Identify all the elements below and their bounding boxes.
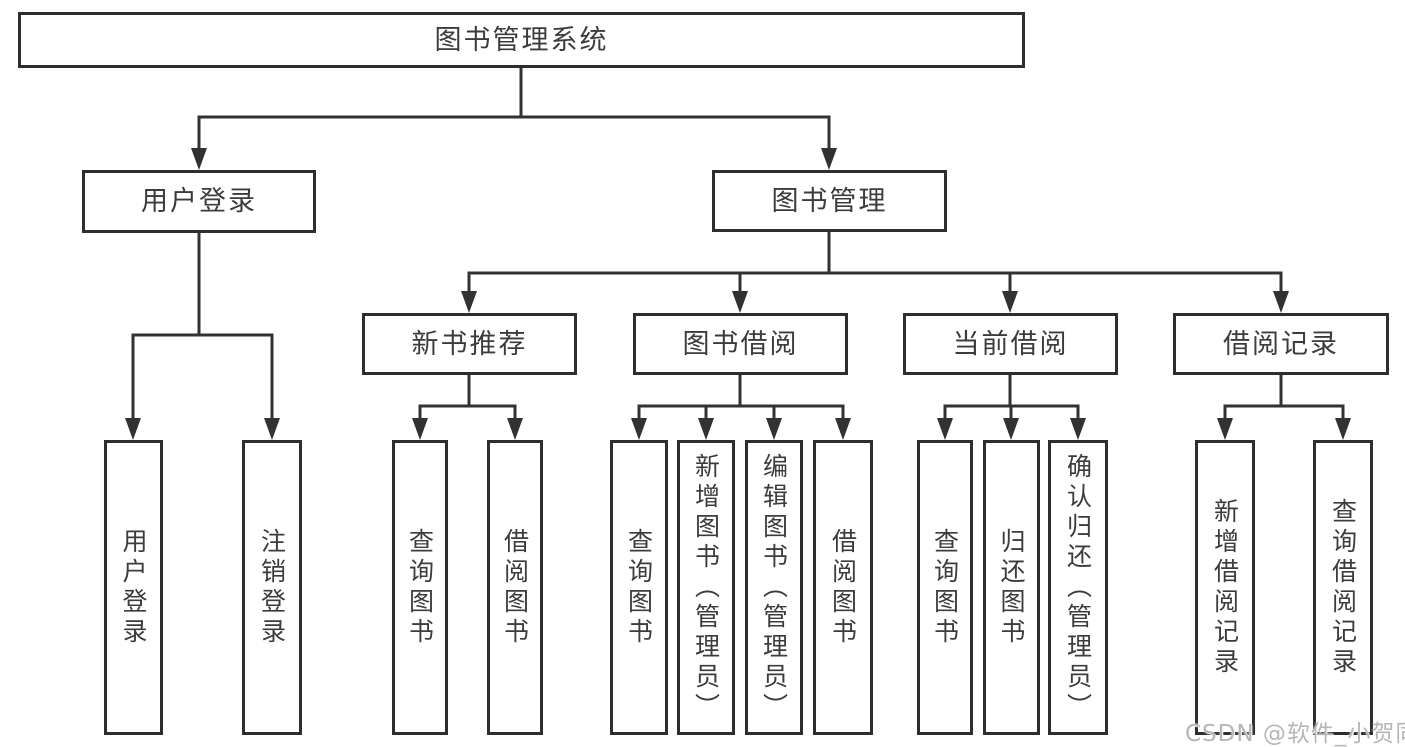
node-new-book-recommend: 新书推荐: [362, 313, 577, 375]
leaf-add-book-admin: 新增图书（管理员）: [677, 440, 735, 735]
leaf-confirm-return-admin: 确认归还（管理员）: [1048, 440, 1108, 735]
leaf-user-login: 用户登录: [104, 440, 163, 735]
leaf-borrow-books: 借阅图书: [813, 440, 873, 735]
connector-path: [131, 68, 1345, 424]
leaf-logout: 注销登录: [242, 440, 302, 735]
node-current-borrow: 当前借阅: [903, 313, 1118, 375]
leaf-recommend-query-books: 查询图书: [392, 440, 448, 735]
leaf-current-query-books: 查询图书: [917, 440, 973, 735]
node-borrow-records: 借阅记录: [1173, 313, 1389, 375]
leaf-add-borrow-record: 新增借阅记录: [1195, 440, 1255, 735]
leaf-recommend-borrow-books: 借阅图书: [487, 440, 543, 735]
leaf-edit-book-admin: 编辑图书（管理员）: [745, 440, 803, 735]
node-book-borrow: 图书借阅: [633, 313, 848, 375]
node-book-management: 图书管理: [712, 170, 947, 232]
leaf-return-book: 归还图书: [983, 440, 1040, 735]
node-user-login: 用户登录: [82, 170, 316, 233]
csdn-watermark: CSDN @软件_小贺同学: [1185, 721, 1405, 747]
leaf-borrow-query-books: 查询图书: [610, 440, 668, 735]
arrowheads: [125, 148, 1351, 440]
leaf-query-borrow-record: 查询借阅记录: [1313, 440, 1373, 735]
node-root: 图书管理系统: [18, 12, 1025, 68]
